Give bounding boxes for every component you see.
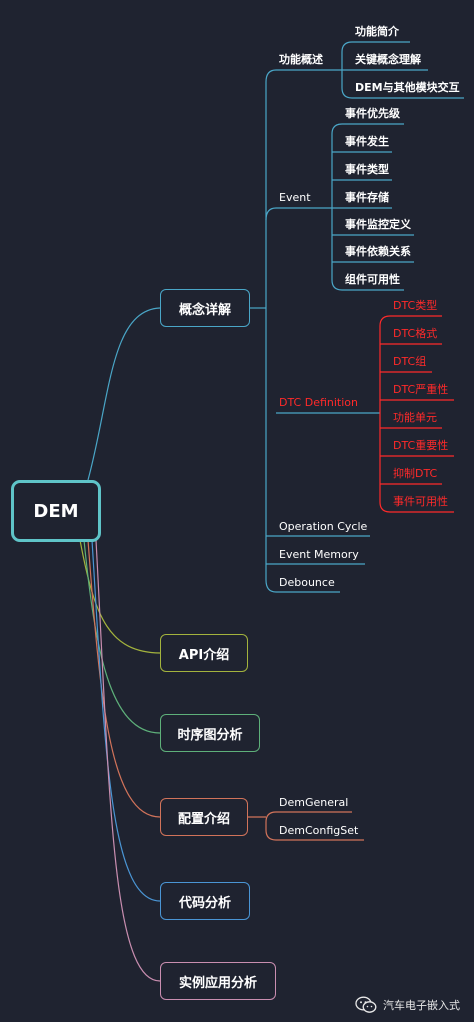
node-dtc-definition[interactable]: DTC Definition: [279, 396, 358, 409]
root-node-dem[interactable]: DEM: [11, 480, 101, 542]
connector-root-sequence: [83, 539, 161, 734]
node-dtc-significance[interactable]: DTC重要性: [393, 439, 449, 452]
connector-event-trunk: [330, 123, 343, 291]
node-event-monitor[interactable]: 事件监控定义: [345, 218, 411, 231]
connector-event-curve: [265, 207, 277, 221]
node-dtc-group[interactable]: DTC组: [393, 355, 427, 368]
node-dtc-type[interactable]: DTC类型: [393, 299, 438, 312]
node-event-priority[interactable]: 事件优先级: [345, 107, 400, 120]
branch-config[interactable]: 配置介绍: [160, 798, 248, 836]
connector-config-trunk: [265, 811, 364, 841]
connector-root-example: [95, 539, 161, 982]
node-overview-intro[interactable]: 功能简介: [355, 25, 399, 38]
node-event-memory[interactable]: Event Memory: [279, 548, 359, 561]
node-dtc-suppression[interactable]: 抑制DTC: [393, 467, 438, 480]
connector-root-code: [91, 539, 161, 902]
node-event-storage[interactable]: 事件存储: [345, 191, 389, 204]
node-dtc-severity[interactable]: DTC严重性: [393, 383, 449, 396]
node-event-dependency[interactable]: 事件依赖关系: [345, 245, 411, 258]
node-dtc-event-availability[interactable]: 事件可用性: [393, 495, 448, 508]
node-operation-cycle[interactable]: Operation Cycle: [279, 520, 368, 533]
node-event-availability[interactable]: 组件可用性: [345, 273, 400, 286]
branch-example[interactable]: 实例应用分析: [160, 962, 276, 1000]
connector-concepts-trunk: [265, 69, 277, 593]
connector-dtc-trunk: [379, 315, 391, 513]
connector-root-concepts: [87, 307, 161, 481]
watermark: 汽车电子嵌入式: [355, 996, 460, 1014]
node-overview[interactable]: 功能概述: [279, 53, 323, 66]
branch-concepts[interactable]: 概念详解: [160, 289, 250, 327]
node-debounce[interactable]: Debounce: [279, 576, 335, 589]
node-event[interactable]: Event: [279, 191, 311, 204]
wechat-icon: [355, 996, 377, 1013]
watermark-text: 汽车电子嵌入式: [383, 999, 460, 1012]
node-dtc-functional-unit[interactable]: 功能单元: [393, 411, 437, 424]
connector-root-api: [79, 539, 161, 654]
branch-api[interactable]: API介绍: [160, 634, 248, 672]
node-event-type[interactable]: 事件类型: [345, 163, 389, 176]
branch-code[interactable]: 代码分析: [160, 882, 250, 920]
node-overview-concepts[interactable]: 关键概念理解: [355, 53, 421, 66]
connector-root-config: [87, 539, 161, 818]
node-config-set[interactable]: DemConfigSet: [279, 824, 359, 837]
node-overview-interaction[interactable]: DEM与其他模块交互: [355, 81, 460, 94]
connector-overview-trunk: [330, 41, 353, 99]
node-event-occurrence[interactable]: 事件发生: [345, 135, 389, 148]
node-config-general[interactable]: DemGeneral: [279, 796, 349, 809]
node-dtc-format[interactable]: DTC格式: [393, 327, 438, 340]
branch-sequence[interactable]: 时序图分析: [160, 714, 260, 752]
